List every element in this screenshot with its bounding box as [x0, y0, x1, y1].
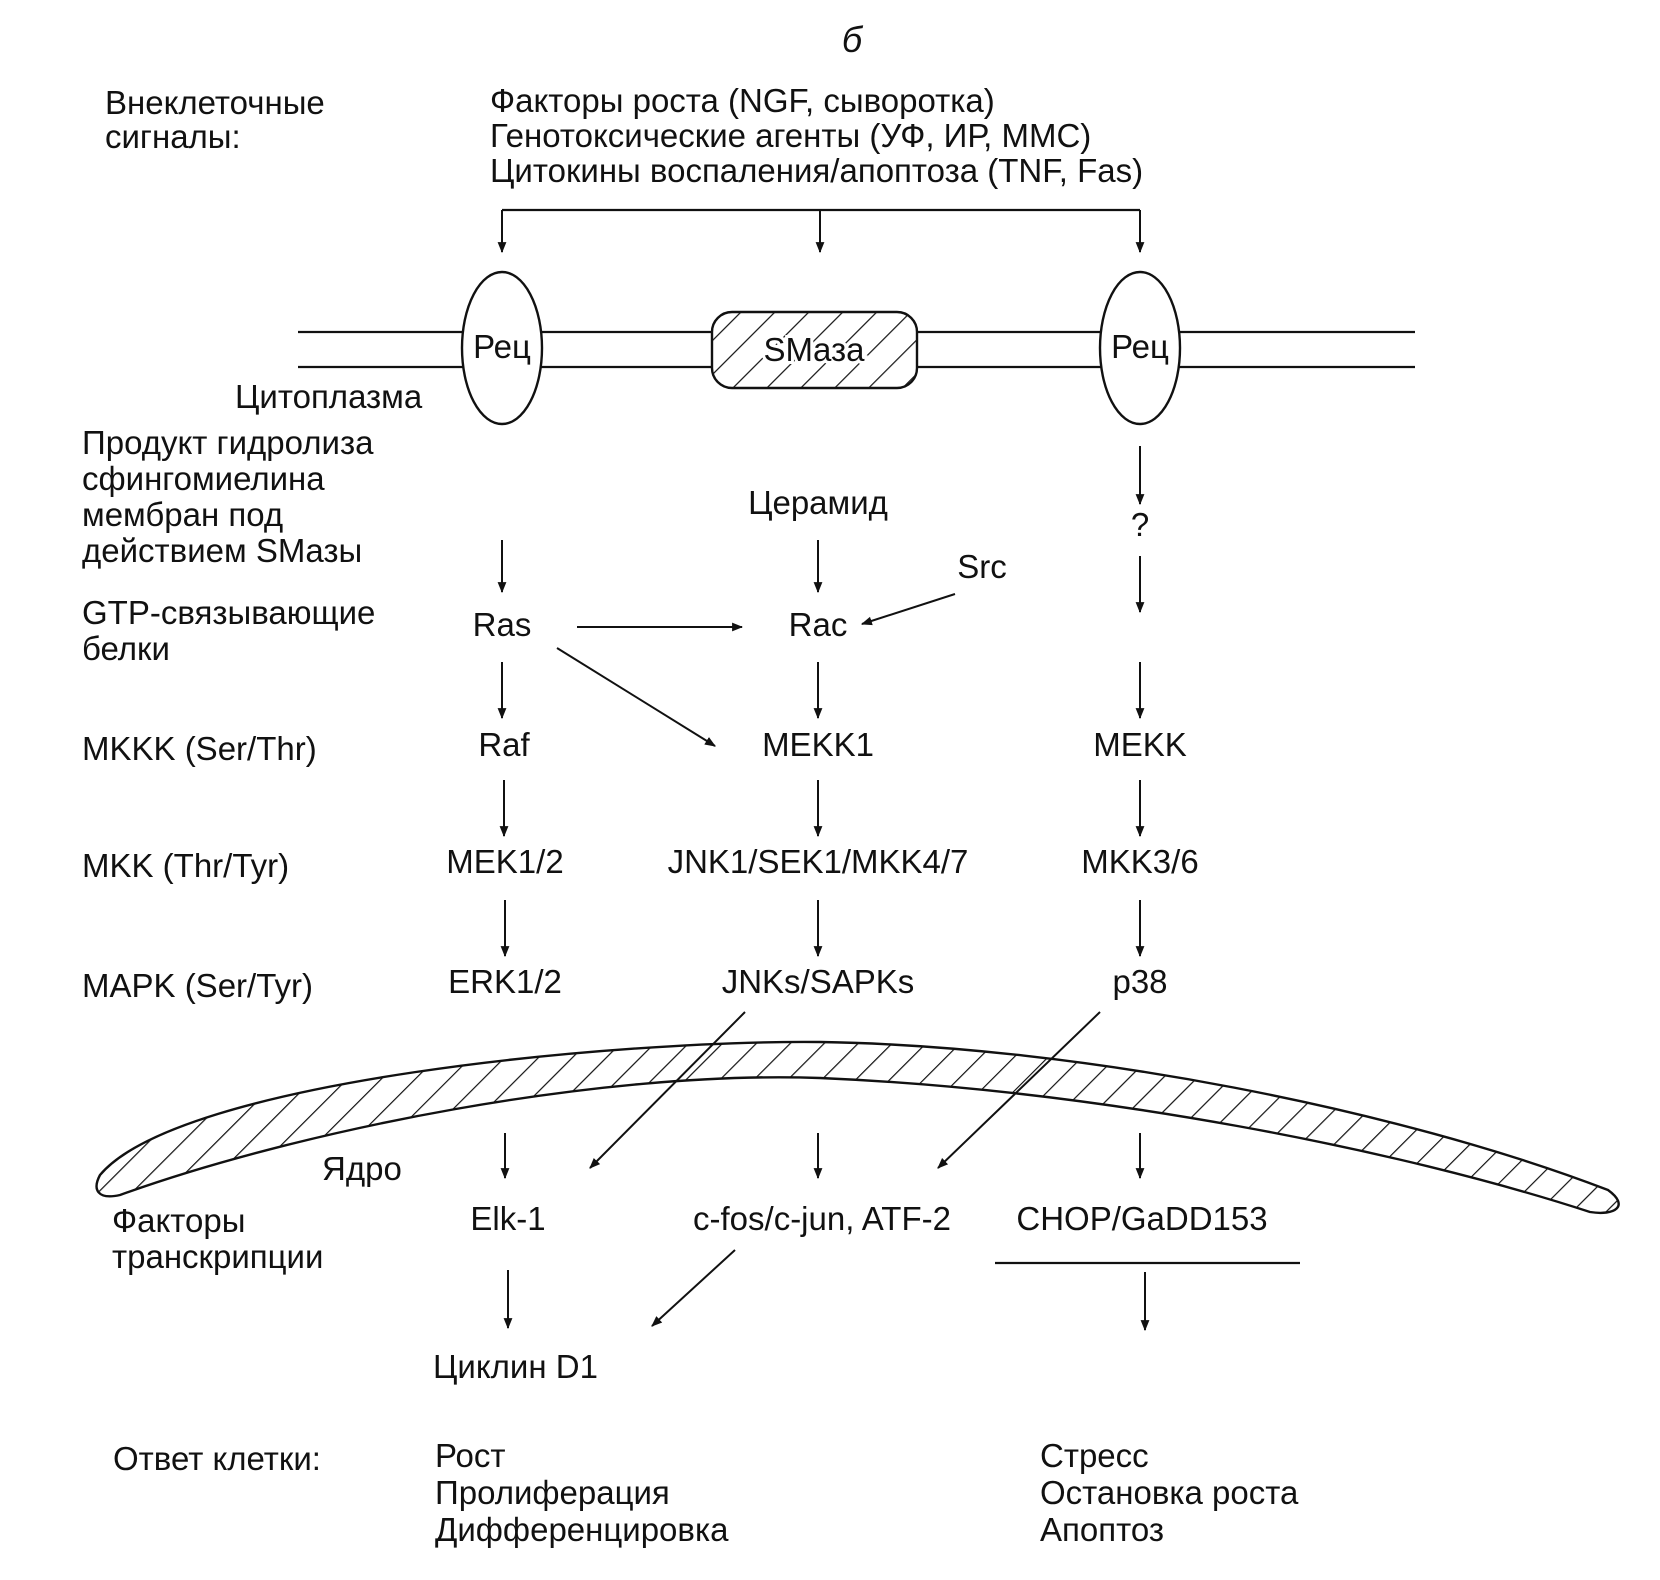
arrow-src-to-rac — [860, 593, 956, 626]
node-ceramide: Церамид — [748, 484, 888, 521]
row-label-tf-2: транскрипции — [112, 1238, 323, 1275]
row-label-tf-1: Факторы — [112, 1202, 245, 1239]
signals-label-line-1: Внеклеточные — [105, 84, 325, 121]
row-label-mkkk: MKKK (Ser/Thr) — [82, 730, 317, 767]
response-growth: Рост — [435, 1437, 506, 1474]
arrow-ras-to-mekk1 — [556, 647, 716, 747]
response-stress: Стресс — [1040, 1437, 1149, 1474]
response-proliferation: Пролиферация — [435, 1474, 670, 1511]
row-label-hydrolysis-3: мембран под — [82, 496, 283, 533]
node-mekk1: MEKK1 — [762, 726, 874, 763]
node-unknown: ? — [1131, 506, 1149, 543]
node-src: Src — [957, 548, 1007, 585]
row-label-mapk: MAPK (Ser/Tyr) — [82, 967, 313, 1004]
arrow-p38-to-atf2 — [937, 1011, 1101, 1169]
node-p38: p38 — [1112, 963, 1167, 1000]
row-label-hydrolysis-2: сфингомиелина — [82, 460, 325, 497]
response-label: Ответ клетки: — [113, 1440, 321, 1477]
node-cfos-cjun-atf2: c-fos/c-jun, ATF-2 — [693, 1200, 951, 1237]
node-mek12: MEK1/2 — [446, 843, 563, 880]
receptor-left-label: Рец — [473, 328, 531, 365]
arrow-cfos-to-cyclin — [651, 1249, 736, 1327]
arrow-jnks-to-elk1 — [589, 1011, 746, 1169]
node-mkk36: MKK3/6 — [1081, 843, 1198, 880]
node-raf: Raf — [478, 726, 530, 763]
receptor-right — [1098, 270, 1182, 426]
response-growth-arrest: Остановка роста — [1040, 1474, 1299, 1511]
smase-enzyme — [710, 310, 919, 390]
nuclear-envelope — [95, 1040, 1620, 1215]
signals-label-line-2: сигналы: — [105, 118, 241, 155]
row-label-hydrolysis-1: Продукт гидролиза — [82, 424, 374, 461]
signal-cytokines: Цитокины воспаления/апоптоза (TNF, Fas) — [490, 152, 1143, 189]
node-jnks-sapks: JNKs/SAPKs — [722, 963, 915, 1000]
receptor-left — [460, 270, 544, 426]
response-differentiation: Дифференцировка — [435, 1511, 729, 1548]
node-jnk-sek-mkk47: JNK1/SEK1/MKK4/7 — [668, 843, 969, 880]
node-chop-gadd153: CHOP/GaDD153 — [1016, 1200, 1267, 1237]
node-erk12: ERK1/2 — [448, 963, 562, 1000]
node-mekk: MEKK — [1093, 726, 1187, 763]
node-elk1: Elk-1 — [470, 1200, 545, 1237]
node-rac: Rac — [789, 606, 848, 643]
cytoplasm-label: Цитоплазма — [235, 378, 423, 415]
smase-label: SMаза — [764, 331, 866, 368]
receptor-right-label: Рец — [1111, 328, 1169, 365]
signal-growth-factors: Факторы роста (NGF, сыворотка) — [490, 82, 995, 119]
row-label-mkk: MKK (Thr/Tyr) — [82, 847, 289, 884]
node-cyclin-d1: Циклин D1 — [433, 1348, 598, 1385]
nucleus-label: Ядро — [322, 1150, 402, 1187]
row-label-gtp-1: GTP-связывающие — [82, 594, 375, 631]
row-label-hydrolysis-4: действием SMазы — [82, 532, 362, 569]
signal-genotoxic-agents: Генотоксические агенты (УФ, ИР, ММС) — [490, 117, 1091, 154]
panel-letter: б — [842, 19, 864, 60]
response-apoptosis: Апоптоз — [1040, 1511, 1164, 1548]
node-ras: Ras — [473, 606, 532, 643]
row-label-gtp-2: белки — [82, 630, 170, 667]
